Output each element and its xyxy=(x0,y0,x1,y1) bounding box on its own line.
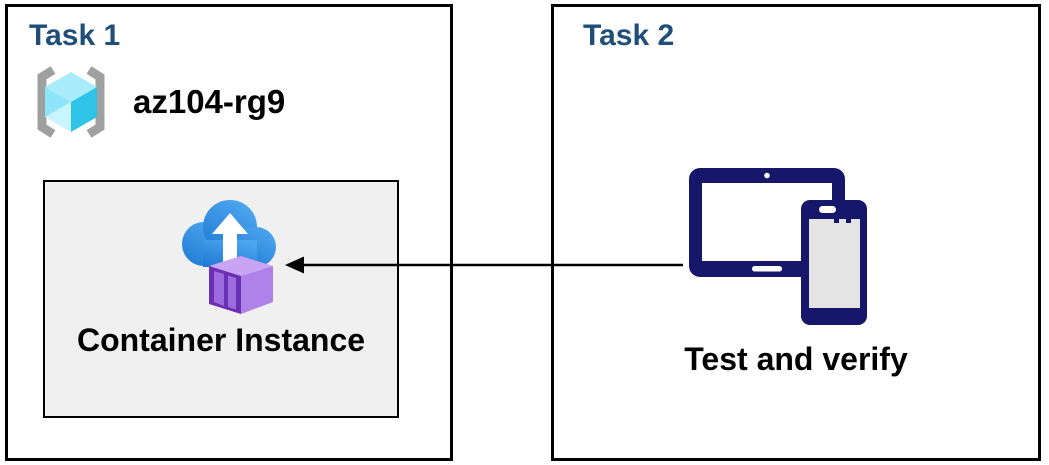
test-and-verify-label: Test and verify xyxy=(684,341,908,377)
task1-panel: Task 1 az104-rg9 xyxy=(5,4,453,461)
container-instance-label: Container Instance xyxy=(76,322,366,358)
connector-arrow-icon xyxy=(285,256,683,274)
task2-panel: Task 2 Test and verify xyxy=(551,4,1041,461)
container-instance-card: Container Instance xyxy=(43,180,399,418)
resource-group: az104-rg9 xyxy=(31,63,285,141)
task1-title: Task 1 xyxy=(29,19,121,52)
resource-group-icon xyxy=(37,66,105,138)
container-instance-icon xyxy=(182,200,276,314)
resource-group-name: az104-rg9 xyxy=(133,83,286,120)
devices-icon xyxy=(689,168,867,325)
task2-title: Task 2 xyxy=(583,19,675,52)
